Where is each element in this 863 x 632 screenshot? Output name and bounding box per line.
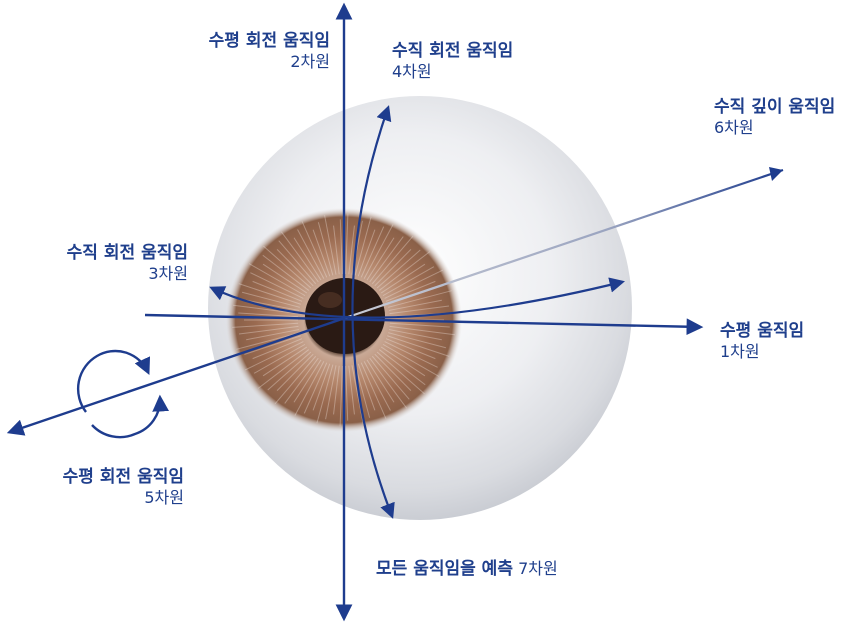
horizontal-axis-arrow bbox=[144, 313, 704, 336]
label-dim5: 수평 회전 움직임 5차원 bbox=[62, 467, 184, 508]
iris-fiber bbox=[297, 229, 325, 279]
iris-fiber bbox=[238, 325, 299, 335]
iris-fiber bbox=[389, 325, 455, 336]
label-dim6: 수직 깊이 움직임 6차원 bbox=[714, 97, 836, 138]
iris-fiber bbox=[389, 305, 450, 315]
iris-fiber bbox=[354, 364, 371, 418]
iris-fiber bbox=[387, 335, 450, 357]
iris-fiber bbox=[278, 240, 317, 285]
label-dim3: 수직 회전 움직임 3차원 bbox=[66, 243, 188, 284]
iris-fiber bbox=[312, 363, 331, 411]
iris-fiber bbox=[293, 359, 322, 403]
iris-fiber bbox=[238, 312, 299, 318]
iris-fiber bbox=[276, 353, 314, 391]
diagonal-axis-arrow bbox=[6, 316, 346, 436]
iris-fiber bbox=[284, 357, 319, 404]
iris-fiber bbox=[357, 229, 376, 277]
iris-fiber bbox=[354, 216, 372, 276]
iris-fiber bbox=[280, 231, 319, 283]
vertical-rotation-curve bbox=[351, 105, 395, 519]
iris-fiber bbox=[253, 343, 306, 374]
iris-fiber bbox=[312, 229, 331, 277]
pupil-highlight bbox=[318, 292, 342, 308]
label-dim2: 수평 회전 움직임 2차원 bbox=[208, 31, 330, 72]
iris-fiber bbox=[301, 221, 328, 278]
iris-fiber bbox=[244, 335, 301, 355]
iris-fiber bbox=[388, 332, 447, 349]
iris-fiber bbox=[236, 332, 300, 350]
iris-fiber bbox=[303, 362, 328, 414]
iris-fiber bbox=[294, 361, 325, 416]
depth-axis-arrowhead bbox=[769, 167, 783, 181]
iris-fiber bbox=[262, 346, 308, 377]
iris-fiber bbox=[233, 304, 299, 315]
rotation-circle-icon bbox=[76, 349, 170, 439]
iris-fiber bbox=[246, 299, 300, 311]
iris-fiber bbox=[293, 237, 322, 281]
iris-fiber bbox=[252, 338, 303, 360]
iris-fiber bbox=[316, 364, 334, 424]
label-dim1: 수평 움직임 1차원 bbox=[720, 321, 805, 362]
iris-fiber bbox=[325, 365, 337, 420]
label-dim4: 수직 회전 움직임 4차원 bbox=[392, 41, 514, 82]
iris-fiber bbox=[388, 329, 442, 341]
iris-fiber bbox=[388, 299, 442, 311]
iris-fiber bbox=[274, 355, 317, 405]
iris-fiber bbox=[324, 215, 337, 275]
iris-fiber bbox=[317, 222, 334, 276]
iris-fiber bbox=[267, 351, 312, 391]
iris-fiber bbox=[232, 322, 299, 328]
iris-fiber bbox=[357, 363, 376, 411]
iris-fiber bbox=[389, 322, 450, 328]
label-dim7: 모든 움직임을 예측 7차원 bbox=[376, 559, 558, 579]
iris-fiber bbox=[244, 341, 304, 371]
iris-fiber bbox=[257, 349, 310, 389]
iris-fiber bbox=[246, 329, 300, 341]
